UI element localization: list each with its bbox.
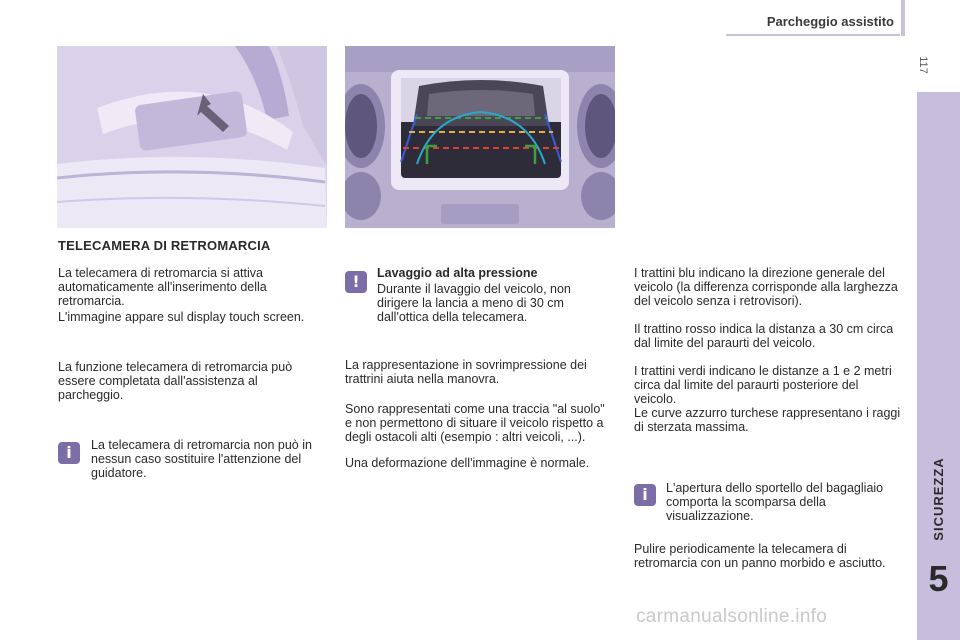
chapter-label: SICUREZZA [931, 457, 946, 541]
col3-paragraph-4: Le curve azzurro turchese rappresentano … [634, 406, 901, 434]
chapter-number: 5 [928, 558, 949, 599]
section-title: TELECAMERA DI RETROMARCIA [58, 238, 271, 253]
page-header-title: Parcheggio assistito [766, 14, 894, 29]
warning-title: Lavaggio ad alta pressione [377, 266, 538, 280]
col3-paragraph-1: I trattini blu indicano la direzione gen… [634, 266, 898, 308]
info-icon-2: i [634, 484, 656, 506]
col3-info-note: L'apertura dello sportello del bagagliai… [666, 481, 884, 523]
col2-paragraph-1: La rappresentazione in sovrimpressione d… [345, 358, 587, 386]
col3-paragraph-2: Il trattino rosso indica la distanza a 3… [634, 322, 894, 350]
col2-paragraph-2: Sono rappresentati come una traccia "al … [345, 402, 605, 444]
chapter-side-tab [917, 92, 960, 640]
col2-paragraph-3: Una deformazione dell'immagine è normale… [345, 456, 590, 470]
tailgate-photo [57, 46, 327, 228]
display-photo [345, 46, 615, 228]
header-divider [901, 0, 905, 36]
col3-paragraph-3: I trattini verdi indicano le distanze a … [634, 364, 892, 406]
warning-icon: ! [345, 271, 367, 293]
col1-paragraph-2: L'immagine appare sul display touch scre… [58, 310, 305, 324]
watermark: carmanualsonline.info [636, 606, 828, 627]
warning-text: Durante il lavaggio del veicolo, non dir… [377, 282, 571, 324]
col3-paragraph-5: Pulire periodicamente la telecamera di r… [634, 542, 886, 570]
info-icon: i [58, 442, 80, 464]
header-rule [726, 34, 900, 36]
page-number: 117 [917, 56, 929, 74]
col1-info-note: La telecamera di retromarcia non può in … [91, 438, 312, 480]
col1-paragraph-1: La telecamera di retromarcia si attiva a… [58, 266, 267, 308]
col1-paragraph-3: La funzione telecamera di retromarcia pu… [58, 360, 293, 402]
